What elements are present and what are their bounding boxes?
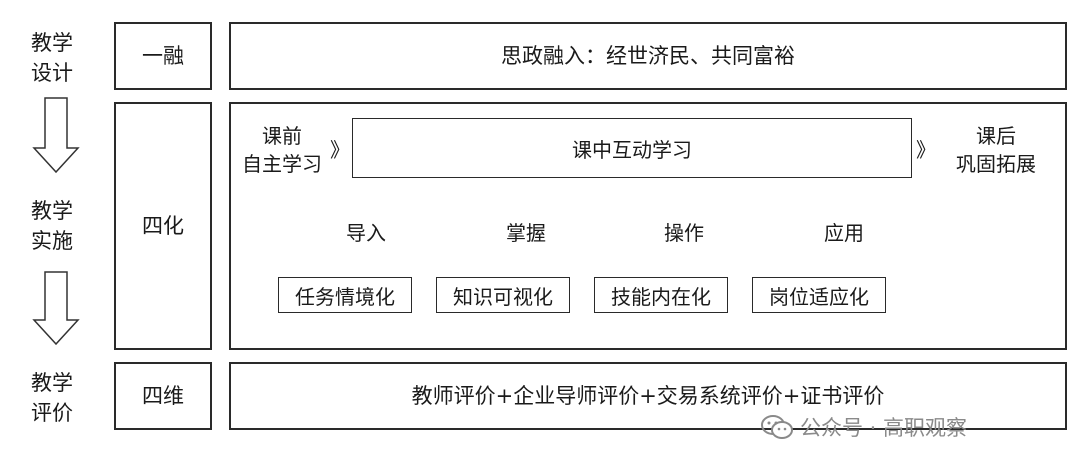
- step-label: 应用: [824, 221, 864, 245]
- four-dimension-box: 四维: [114, 362, 212, 430]
- four-transform-label: 四化: [142, 213, 184, 238]
- outcome-box: 岗位适应化: [752, 277, 886, 313]
- chevron-icon: 》: [916, 138, 936, 162]
- step-label: 操作: [664, 221, 704, 245]
- ideology-row: 思政融入：经世济民、共同富裕: [229, 22, 1067, 90]
- four-transform-box: 四化: [114, 102, 212, 350]
- post-class-label: 课后 巩固拓展: [956, 124, 1036, 176]
- four-dimension-label: 四维: [142, 383, 184, 408]
- outcome-box: 知识可视化: [436, 277, 570, 313]
- stage-design-label: 教学 设计: [31, 31, 73, 85]
- step-label: 导入: [346, 221, 386, 245]
- in-class-label: 课中互动学习: [572, 137, 692, 162]
- down-arrow-icon: [32, 97, 80, 174]
- watermark: 公众号 · 高职观察: [760, 412, 967, 442]
- pre-class-label: 课前 自主学习: [242, 124, 322, 176]
- outcome-label: 岗位适应化: [769, 284, 869, 309]
- chevron-icon: 》: [330, 138, 350, 162]
- evaluation-row: 教师评价+企业导师评价+交易系统评价+证书评价: [229, 362, 1067, 430]
- in-class-box: 课中互动学习: [352, 118, 912, 178]
- evaluation-text: 教师评价+企业导师评价+交易系统评价+证书评价: [411, 383, 885, 408]
- outcome-box: 任务情境化: [278, 277, 412, 313]
- wechat-icon: [761, 415, 793, 439]
- step-label: 掌握: [506, 221, 546, 245]
- outcome-box: 技能内在化: [594, 277, 728, 313]
- stage-implement-label: 教学 实施: [31, 199, 73, 253]
- watermark-text: 公众号 · 高职观察: [800, 416, 968, 440]
- down-arrow-icon: [32, 271, 80, 346]
- outcome-label: 知识可视化: [453, 284, 553, 309]
- one-fusion-box: 一融: [114, 22, 212, 90]
- ideology-text: 思政融入：经世济民、共同富裕: [501, 43, 795, 68]
- outcome-label: 任务情境化: [295, 284, 395, 309]
- one-fusion-label: 一融: [142, 43, 184, 68]
- outcome-label: 技能内在化: [611, 284, 711, 309]
- stage-evaluate-label: 教学 评价: [31, 371, 73, 425]
